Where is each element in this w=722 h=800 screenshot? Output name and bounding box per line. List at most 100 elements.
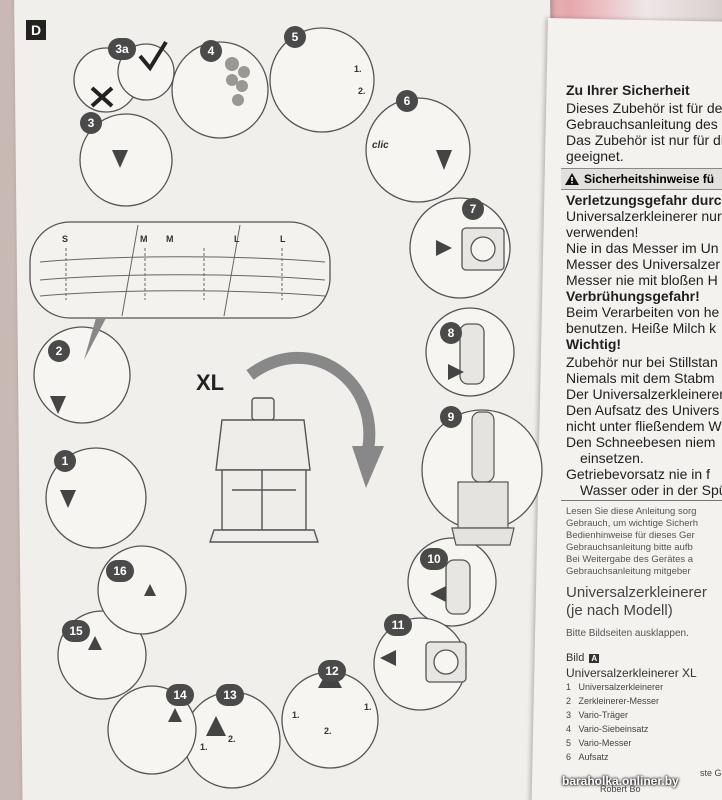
step-9-badge: 9 xyxy=(440,406,462,428)
safety-heading: Zu Ihrer Sicherheit xyxy=(566,82,690,98)
step-10-badge: 10 xyxy=(420,548,448,570)
safety-line-4: Nie in das Messer im Un xyxy=(566,240,719,256)
part-name: Vario-Messer xyxy=(578,738,632,748)
step-5-badge: 5 xyxy=(284,26,306,48)
step-12-badge: 12 xyxy=(318,660,346,682)
check-mark-icon xyxy=(138,40,168,72)
safety-line-7: Verbrühungsgefahr! xyxy=(566,288,700,304)
arrow-down-6 xyxy=(436,150,452,170)
scale-label-l-1: L xyxy=(234,234,240,244)
step-5-sub-2: 2. xyxy=(358,86,366,96)
safety-line-10: Wichtig! xyxy=(566,336,622,352)
safety-line-17: einsetzen. xyxy=(580,450,644,466)
part-name: Aufsatz xyxy=(578,752,609,762)
safety-line-2: Universalzerkleinerer nur xyxy=(566,208,722,224)
note-line-4: Gebrauchsanleitung bitte aufb xyxy=(566,542,693,553)
step-3a-badge: 3a xyxy=(108,38,136,60)
switch-panel-8 xyxy=(459,323,485,385)
step-6-badge: 6 xyxy=(396,90,418,112)
safety-line-19: Wasser oder in der Spü xyxy=(580,482,722,498)
warning-bar-text: Sicherheitshinweise fü xyxy=(584,172,715,186)
fold-out-note: Bitte Bildseiten ausklappen. xyxy=(566,628,689,639)
intro-line-1: Dieses Zubehör ist für der xyxy=(566,100,722,116)
figure-reference-badge: A xyxy=(589,654,600,663)
part-name: Vario-Siebeinsatz xyxy=(578,724,649,734)
step-15-badge: 15 xyxy=(62,620,90,642)
step-6-circle xyxy=(365,97,471,203)
arrow-down-2 xyxy=(50,396,66,414)
step-11-badge: 11 xyxy=(384,614,412,636)
arrow-up-15 xyxy=(88,636,102,650)
step-7-badge: 7 xyxy=(462,198,484,220)
step-5-sub-1: 1. xyxy=(354,64,362,74)
step-4-badge: 4 xyxy=(200,40,222,62)
safety-warning-bar: Sicherheitshinweise fü xyxy=(561,168,722,190)
step-3a-circle-check xyxy=(117,43,175,101)
intro-line-2: Gebrauchsanleitung des S xyxy=(566,116,722,132)
detail-pointer xyxy=(84,318,106,360)
step-13-badge: 13 xyxy=(216,684,244,706)
note-line-2: Gebrauch, um wichtige Sicherh xyxy=(566,518,699,529)
step-12-sub-2: 2. xyxy=(324,726,332,736)
part-3: 3 Vario-Träger xyxy=(566,710,628,720)
step-3-circle xyxy=(79,113,173,207)
safety-line-3: verwenden! xyxy=(566,224,639,240)
step-2-badge: 2 xyxy=(48,340,70,362)
model-name: Universalzerkleinerer XL xyxy=(566,666,697,680)
part-4: 4 Vario-Siebeinsatz xyxy=(566,724,648,734)
safety-line-13: Der Universalzerkleinerer xyxy=(566,386,722,402)
step-8-badge: 8 xyxy=(440,322,462,344)
scale-detail-panel xyxy=(29,221,331,319)
safety-line-5: Messer des Universalzer xyxy=(566,256,721,272)
product-subheading-1: Universalzerkleinerer xyxy=(566,584,707,601)
part-number: 6 xyxy=(566,752,572,762)
safety-line-8: Beim Verarbeiten von he xyxy=(566,304,720,320)
xl-label: XL xyxy=(196,370,225,395)
safety-line-18: Getriebevorsatz nie in f xyxy=(566,466,710,482)
step-1-badge: 1 xyxy=(54,450,76,472)
step-12-sub-1-right: 1. xyxy=(364,702,372,712)
step-14-badge: 14 xyxy=(166,684,194,706)
figure-reference-label: Bild xyxy=(566,652,585,664)
part-1: 1 Universalzerkleinerer xyxy=(566,682,663,692)
safety-line-12: Niemals mit dem Stabm xyxy=(566,370,715,386)
arrow-up-16 xyxy=(144,584,156,596)
warning-triangle-icon xyxy=(565,173,579,185)
part-number: 3 xyxy=(566,710,572,720)
arrow-down-1 xyxy=(60,490,76,508)
arrow-up-13 xyxy=(206,716,226,736)
step-14-circle xyxy=(107,685,197,775)
arrow-up-14 xyxy=(168,708,182,722)
note-line-1: Lesen Sie diese Anleitung sorg xyxy=(566,506,697,517)
step-2-circle xyxy=(33,326,131,424)
intro-line-4: geeignet. xyxy=(566,148,624,164)
scale-label-m-1: M xyxy=(140,234,148,244)
step-16-circle xyxy=(97,545,187,635)
part-number: 2 xyxy=(566,696,572,706)
safety-line-6: Messer nie mit bloßen H xyxy=(566,272,718,288)
safety-line-11: Zubehör nur bei Stillstan xyxy=(566,354,718,370)
safety-line-15: nicht unter fließendem W xyxy=(566,418,722,434)
part-number: 1 xyxy=(566,682,572,692)
scale-label-l-2: L xyxy=(280,234,286,244)
part-6: 6 Aufsatz xyxy=(566,752,609,762)
intro-line-3: Das Zubehör ist nur für die xyxy=(566,132,722,148)
note-line-5: Bei Weitergabe des Gerätes a xyxy=(566,554,694,565)
switch-panel-10 xyxy=(445,559,471,615)
part-name: Universalzerkleinerer xyxy=(578,682,664,692)
step-9-blender xyxy=(451,411,515,546)
note-line-3: Bedienhinweise für dieses Ger xyxy=(566,530,695,541)
part-2: 2 Zerkleinerer-Messer xyxy=(566,696,659,706)
bottom-fragment-2: ste G xyxy=(700,768,722,778)
note-line-6: Gebrauchsanleitung mitgeber xyxy=(566,566,691,577)
part-name: Vario-Träger xyxy=(578,710,629,720)
step-3-badge: 3 xyxy=(80,112,102,134)
part-5: 5 Vario-Messer xyxy=(566,738,631,748)
food-pieces xyxy=(225,57,250,106)
step-12-sub-1: 1. xyxy=(292,710,300,720)
product-subheading-2: (je nach Modell) xyxy=(566,602,673,619)
section-divider xyxy=(561,500,722,501)
step-16-badge: 16 xyxy=(106,560,134,582)
safety-line-14: Den Aufsatz des Univers xyxy=(566,402,720,418)
